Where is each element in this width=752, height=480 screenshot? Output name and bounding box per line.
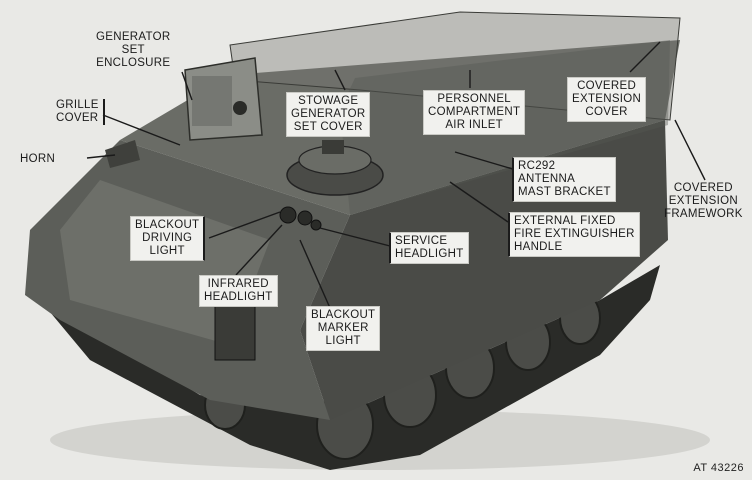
hull-roof bbox=[120, 40, 680, 215]
label-blackout-driving-light: BLACKOUT DRIVING LIGHT bbox=[130, 216, 206, 261]
generator-enclosure-shape bbox=[184, 57, 263, 141]
figure-number: AT 43226 bbox=[693, 462, 744, 474]
lower-light-box bbox=[214, 304, 256, 361]
label-infrared-headlight: INFRARED HEADLIGHT bbox=[199, 275, 278, 307]
label-stowage-generator-set-cover: STOWAGE GENERATOR SET COVER bbox=[286, 92, 371, 137]
label-generator-set-enclosure: GENERATOR SET ENCLOSURE bbox=[96, 31, 171, 69]
label-service-headlight: SERVICE HEADLIGHT bbox=[389, 232, 469, 264]
label-rc292-antenna-mast-bracket: RC292 ANTENNA MAST BRACKET bbox=[512, 157, 616, 202]
label-personnel-compartment-air-inlet: PERSONNEL COMPARTMENT AIR INLET bbox=[423, 90, 526, 135]
headlight-cluster bbox=[279, 206, 322, 231]
label-covered-extension-framework: COVERED EXTENSION FRAMEWORK bbox=[664, 182, 743, 220]
cupola-periscope bbox=[322, 140, 344, 154]
label-external-fixed-fire-extinguisher-handle: EXTERNAL FIXED FIRE EXTINGUISHER HANDLE bbox=[508, 212, 640, 257]
label-covered-extension-cover: COVERED EXTENSION COVER bbox=[567, 77, 647, 122]
leader-lines bbox=[86, 41, 706, 309]
label-grille-cover: GRILLE COVER bbox=[56, 99, 105, 125]
generator-grille bbox=[192, 76, 232, 126]
generator-dial bbox=[233, 101, 247, 115]
label-horn: HORN bbox=[20, 153, 56, 165]
horn-shape bbox=[105, 140, 140, 168]
label-blackout-marker-light: BLACKOUT MARKER LIGHT bbox=[306, 306, 381, 351]
